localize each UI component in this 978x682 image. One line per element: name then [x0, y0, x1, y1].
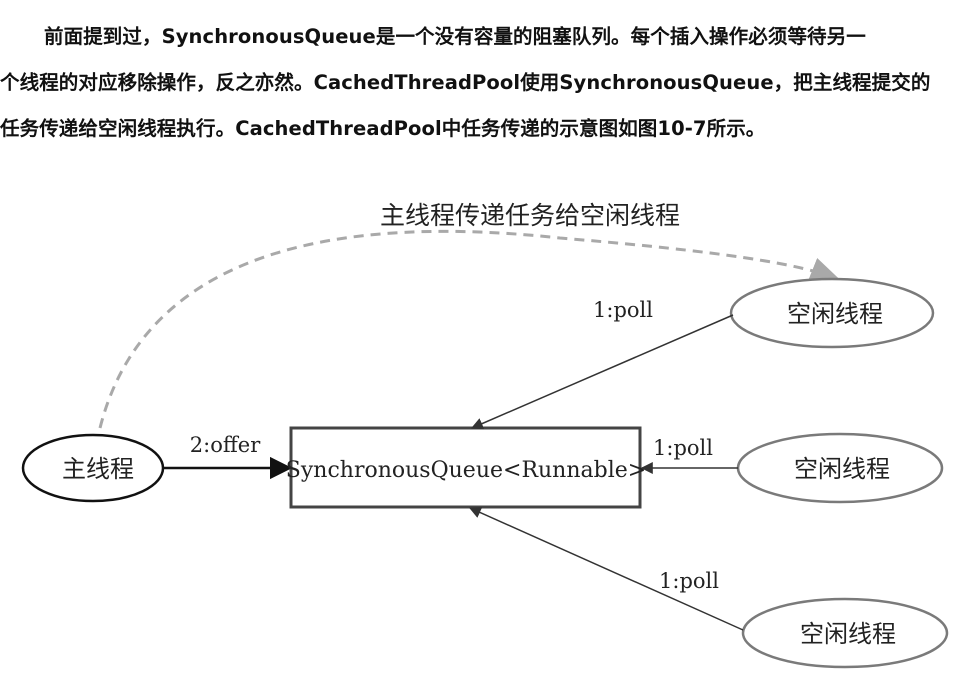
handoff-label: 主线程传递任务给空闲线程 — [380, 201, 680, 230]
poll-arrow — [468, 506, 744, 631]
idle-thread-node — [741, 597, 949, 669]
idle-thread-label: 空闲线程 — [794, 455, 890, 483]
synchronous-queue-label: SynchronousQueue<Runnable> — [286, 458, 646, 483]
poll-label: 1:poll — [593, 298, 653, 322]
idle-thread-node — [729, 277, 935, 349]
poll-arrow — [470, 314, 734, 430]
poll-label: 1:poll — [659, 569, 719, 593]
paragraph-line-3: 任务传递给空闲线程执行。CachedThreadPool中任务传递的示意图如图1… — [0, 117, 766, 140]
idle-thread-label: 空闲线程 — [787, 300, 883, 328]
main-thread-label: 主线程 — [62, 455, 134, 483]
paragraph-line-1: 前面提到过，SynchronousQueue是一个没有容量的阻塞队列。每个插入操… — [44, 25, 866, 48]
idle-thread-label: 空闲线程 — [800, 620, 896, 648]
poll-label: 1:poll — [653, 436, 713, 460]
synchronous-queue-box — [289, 426, 642, 509]
offer-label: 2:offer — [190, 433, 261, 457]
handoff-dashed-arrow — [98, 229, 841, 429]
paragraph-line-2: 个线程的对应移除操作，反之亦然。CachedThreadPool使用Synchr… — [0, 71, 931, 94]
